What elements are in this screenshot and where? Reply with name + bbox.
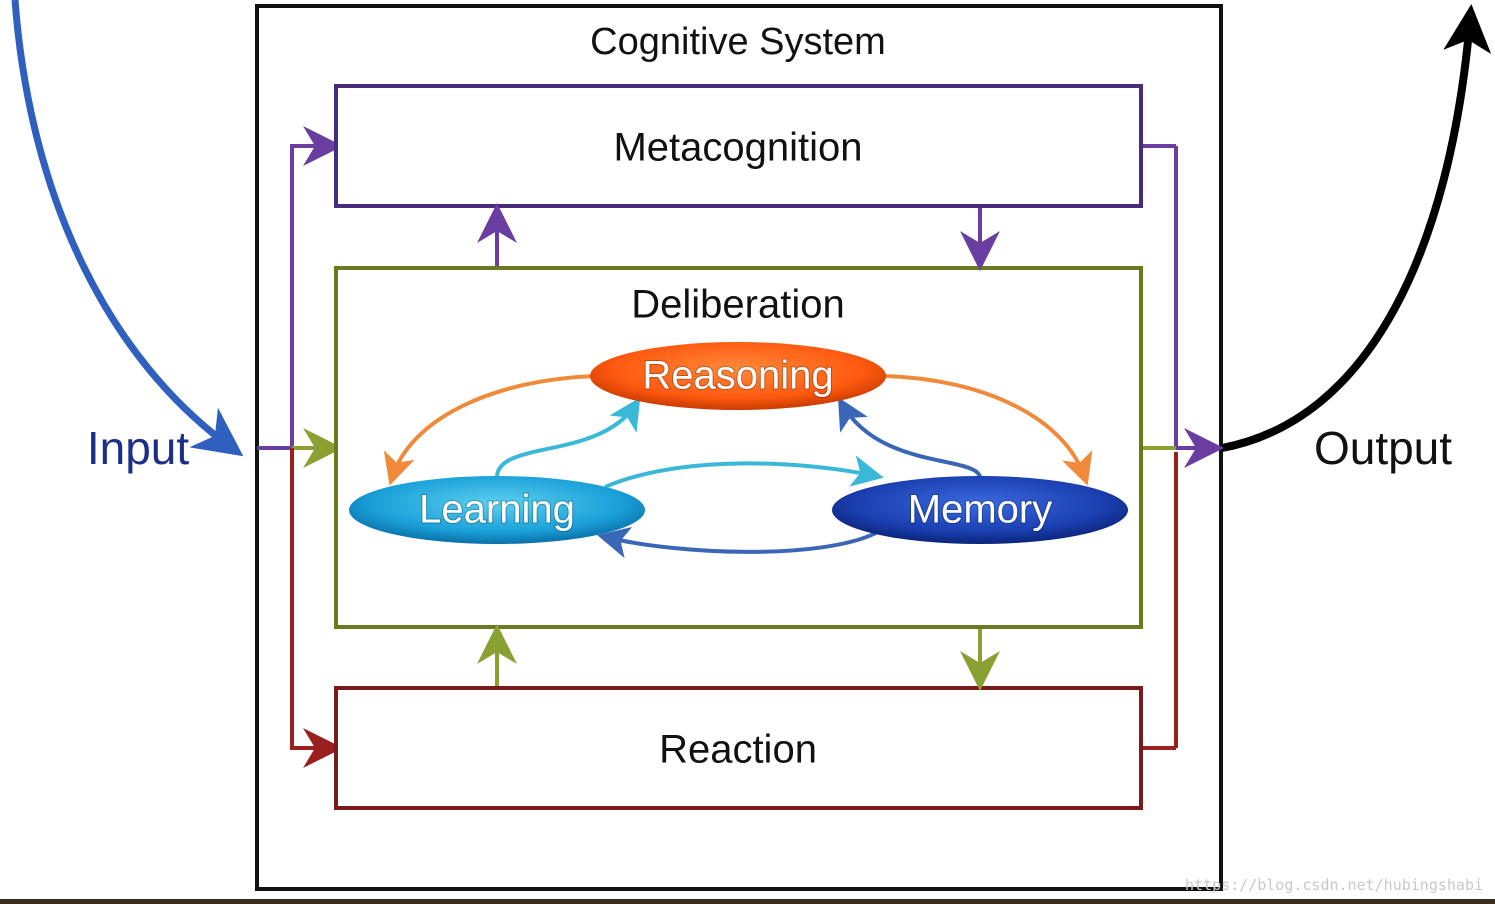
input-arrow	[11, 0, 244, 457]
bottom-strip	[0, 899, 1495, 904]
output-arrow	[1221, 4, 1492, 452]
learning-to-memory-link	[604, 455, 884, 489]
reasoning-ellipse	[590, 342, 886, 410]
reasoning-label: Reasoning	[642, 354, 833, 398]
memory-ellipse	[832, 476, 1128, 544]
learning-ellipse	[349, 476, 645, 544]
output-label: Output	[1314, 422, 1452, 474]
input-label: Input	[87, 422, 190, 474]
deliberation-box	[334, 266, 1143, 629]
reasoning-to-learning-link	[383, 374, 596, 486]
reaction-box	[334, 686, 1143, 810]
learning-to-reasoning-link	[495, 397, 641, 477]
memory-to-reasoning-link	[838, 397, 982, 478]
memory-to-learning-link	[597, 527, 877, 559]
reasoning-to-memory-link	[884, 374, 1093, 486]
metacognition-label: Metacognition	[613, 126, 862, 170]
metacognition-box	[334, 84, 1143, 208]
cognitive-system-label: Cognitive System	[590, 21, 886, 63]
memory-label: Memory	[908, 488, 1052, 532]
deliberation-label: Deliberation	[631, 283, 844, 327]
reaction-label: Reaction	[659, 728, 817, 772]
learning-label: Learning	[419, 488, 575, 532]
watermark-text: https://blog.csdn.net/hubingshabi	[1184, 876, 1483, 894]
